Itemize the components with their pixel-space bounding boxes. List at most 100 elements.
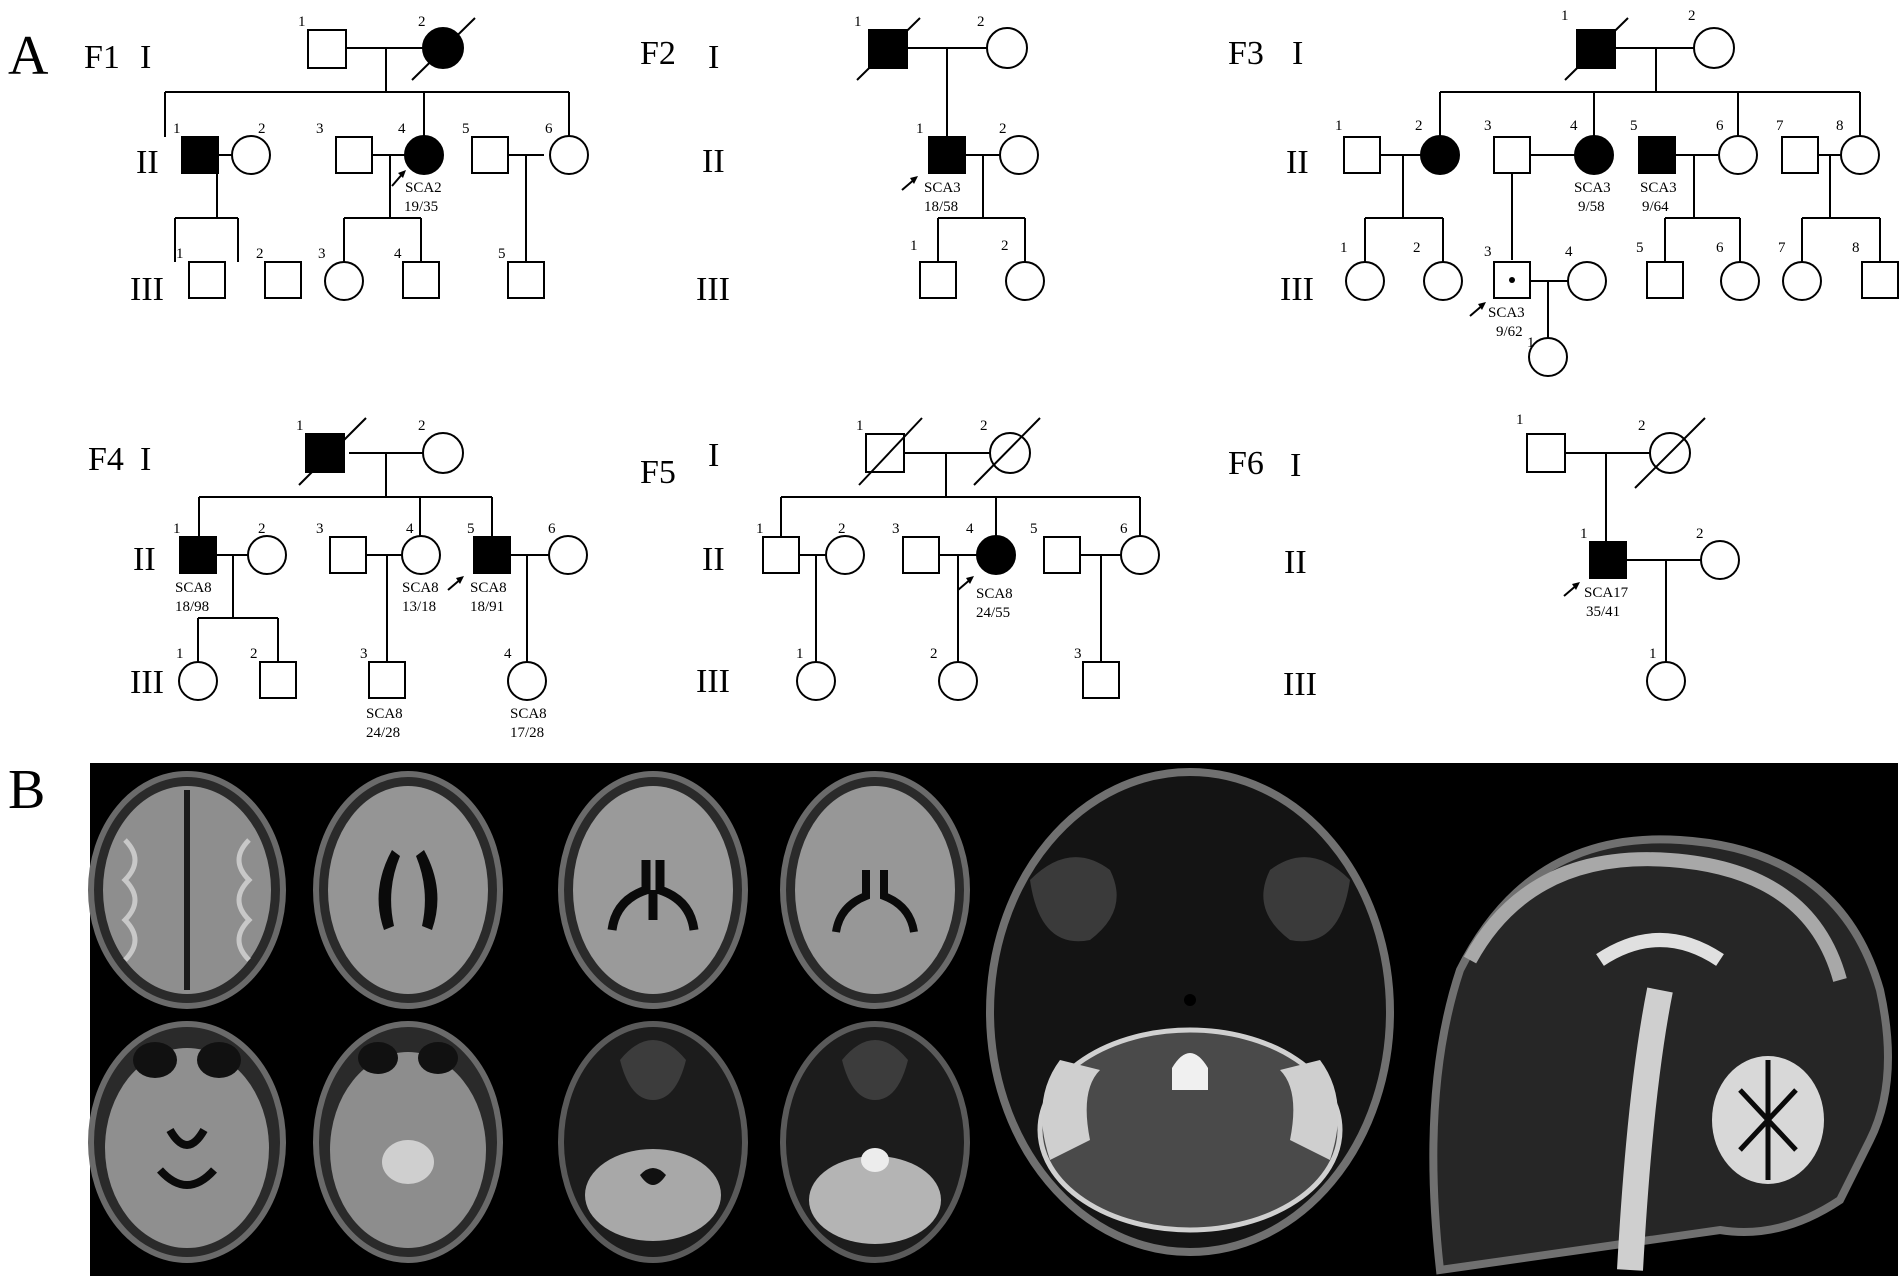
deceased-slash [856, 17, 921, 81]
family-label: F3 [1228, 35, 1264, 72]
individual-number: 1 [1340, 240, 1348, 256]
individual-number: 3 [360, 646, 368, 662]
individual-number: 2 [930, 646, 938, 662]
individual-number: 2 [980, 418, 988, 434]
individual-number: 2 [1638, 418, 1646, 434]
individual-number: 1 [1516, 412, 1524, 428]
pedigree-female-unaffected [796, 661, 836, 701]
genotype-repeats: 9/64 [1642, 199, 1669, 215]
pedigree-female-unaffected [989, 432, 1031, 474]
brain-axial-cerebellum-large [986, 768, 1394, 1256]
pedigree-female-unaffected [324, 261, 364, 301]
pedigree-female-unaffected [1345, 261, 1385, 301]
genotype-repeats: 18/91 [470, 599, 504, 615]
pedigree-female-unaffected [1693, 27, 1735, 69]
genotype-repeats: 24/28 [366, 725, 400, 741]
individual-number: 3 [892, 521, 900, 537]
pedigree-male-unaffected [1861, 261, 1899, 299]
pedigree-female-unaffected [1720, 261, 1760, 301]
family-label: F1 [84, 39, 120, 76]
individual-number: 5 [1630, 118, 1638, 134]
pedigree-female-affected-proband [976, 535, 1016, 575]
individual-number: 3 [1074, 646, 1082, 662]
pedigree-male-unaffected [919, 261, 957, 299]
brain-axial-2 [313, 771, 503, 1009]
individual-number: 2 [1413, 240, 1421, 256]
pedigree-male-unaffected [335, 136, 373, 174]
generation-label: III [1283, 666, 1317, 703]
pedigree-female-unaffected [1700, 540, 1740, 580]
pedigree-male-unaffected [1526, 433, 1566, 473]
pedigree-male-affected-proband [1589, 541, 1627, 579]
genotype-locus: SCA17 [1584, 585, 1629, 601]
brain-axial-6 [313, 1021, 503, 1263]
pedigree-female-affected [1574, 135, 1614, 175]
genotype-repeats: 18/58 [924, 199, 958, 215]
pedigree-female-unaffected [548, 535, 588, 575]
pedigree-male-unaffected [307, 29, 347, 69]
pedigree-male-unaffected [507, 261, 545, 299]
individual-number: 2 [250, 646, 258, 662]
pedigree-male-unaffected [762, 536, 800, 574]
generation-label: II [136, 144, 159, 181]
pedigree-male-unaffected [1043, 536, 1081, 574]
individual-number: 1 [756, 521, 764, 537]
proband-arrowhead [910, 176, 918, 184]
individual-number: 1 [1649, 646, 1657, 662]
individual-number: 1 [173, 521, 181, 537]
genotype-locus: SCA2 [405, 180, 442, 196]
individual-number: 5 [467, 521, 475, 537]
individual-number: 1 [176, 646, 184, 662]
individual-number: 3 [316, 121, 324, 137]
genotype-repeats: 9/58 [1578, 199, 1605, 215]
pedigree-f3: F3 I II III 1 2 1 2 3 4 5 [1228, 8, 1899, 377]
pedigree-female-unaffected [1646, 661, 1686, 701]
individual-number: 6 [545, 121, 553, 137]
brain-sagittal [1429, 835, 1892, 1275]
pedigree-male-unaffected [1082, 661, 1120, 699]
pedigree-f5: F5 I II III 1 2 1 2 3 4 5 6 1 2 3 SCA8 2… [640, 417, 1160, 701]
brain-axial-8 [780, 1021, 970, 1263]
proband-arrowhead [1572, 582, 1580, 590]
pedigree-f2: F2 I II III 1 2 1 2 1 2 SCA3 18/58 [640, 14, 1045, 308]
genotype-locus: SCA3 [1640, 180, 1677, 196]
generation-label: II [133, 541, 156, 578]
pedigree-male-affected [305, 433, 345, 473]
individual-number: 1 [916, 121, 924, 137]
proband-arrowhead [966, 576, 974, 584]
individual-number: 4 [966, 521, 974, 537]
pedigree-female-unaffected [1782, 261, 1822, 301]
individual-number: 4 [398, 121, 406, 137]
individual-number: 1 [173, 121, 181, 137]
pedigree-male-unaffected [188, 261, 226, 299]
deceased-slash [1634, 417, 1706, 489]
individual-number: 1 [854, 14, 862, 30]
individual-number: 6 [1716, 240, 1724, 256]
pedigree-male-affected-proband [928, 136, 966, 174]
pedigree-female-unaffected [825, 535, 865, 575]
individual-number: 4 [406, 521, 414, 537]
pedigree-female-unaffected [1840, 135, 1880, 175]
panel-label-b: B [8, 759, 45, 821]
individual-number: 7 [1778, 240, 1786, 256]
individual-number: 2 [256, 246, 264, 262]
deceased-slash [1564, 17, 1629, 81]
generation-label: I [140, 441, 151, 478]
pedigree-female-unaffected [1423, 261, 1463, 301]
individual-number: 2 [838, 521, 846, 537]
pedigree-f6: F6 I II III 1 2 1 2 1 SCA17 35/41 [1228, 412, 1740, 703]
individual-number: 4 [1570, 118, 1578, 134]
individual-number: 1 [298, 14, 306, 30]
pedigree-f4: F4 I II III 1 2 1 2 3 4 5 6 1 2 3 4 SCA8… [88, 417, 588, 741]
genotype-repeats: 13/18 [402, 599, 436, 615]
individual-number: 6 [548, 521, 556, 537]
individual-number: 3 [1484, 244, 1492, 260]
pedigree-male-affected-proband [473, 536, 511, 574]
brain-axial-3 [558, 771, 748, 1009]
pedigree-female-unaffected [422, 432, 464, 474]
pedigree-female-unaffected [549, 135, 589, 175]
individual-number: 1 [796, 646, 804, 662]
pedigree-female-unaffected [1567, 261, 1607, 301]
deceased-slash [298, 417, 367, 486]
genotype-locus: SCA3 [1488, 305, 1525, 321]
